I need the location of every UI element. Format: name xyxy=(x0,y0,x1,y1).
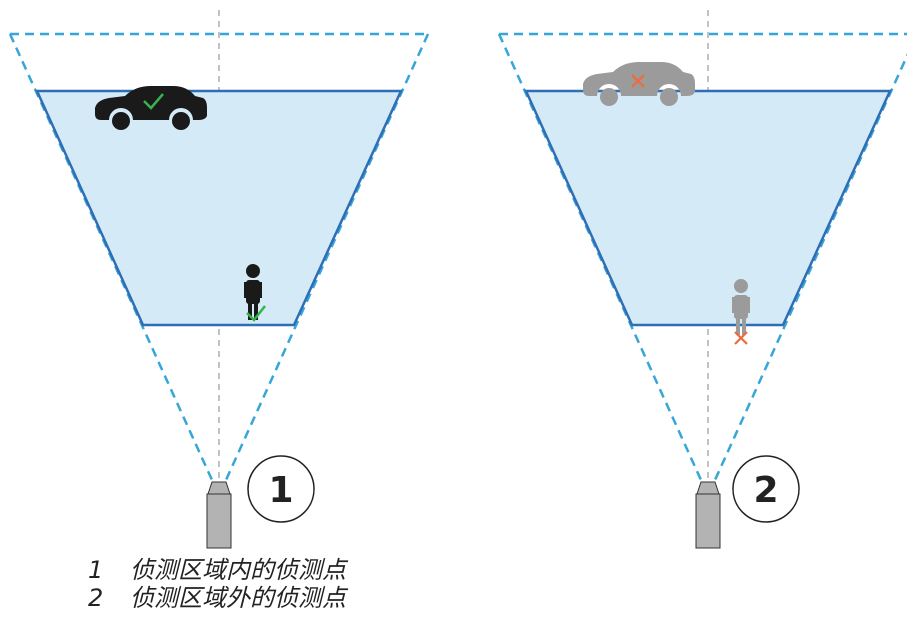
legend: 1 侦测区域内的侦测点 2 侦测区域外的侦测点 xyxy=(88,556,488,612)
scene-2: 2 xyxy=(497,10,907,549)
person-icon xyxy=(732,279,750,335)
cross-icon xyxy=(734,331,748,345)
legend-number: 1 xyxy=(88,556,104,584)
legend-number: 2 xyxy=(88,584,104,612)
badge-1-label: 1 xyxy=(268,470,293,511)
badge-2-label: 2 xyxy=(753,470,778,511)
check-icon xyxy=(143,93,164,110)
legend-item: 2 侦测区域外的侦测点 xyxy=(88,584,488,612)
cross-icon xyxy=(631,74,645,88)
detection-zone xyxy=(35,89,403,327)
legend-text: 侦测区域内的侦测点 xyxy=(130,556,346,584)
detection-zone xyxy=(524,89,892,327)
legend-item: 1 侦测区域内的侦测点 xyxy=(88,556,488,584)
scene-1: 1 xyxy=(8,10,430,549)
camera-icon xyxy=(695,481,721,549)
camera-icon xyxy=(206,481,232,549)
legend-text: 侦测区域外的侦测点 xyxy=(130,584,346,612)
check-icon xyxy=(246,305,266,322)
badge-2: 2 xyxy=(732,455,800,523)
badge-1: 1 xyxy=(247,455,315,523)
